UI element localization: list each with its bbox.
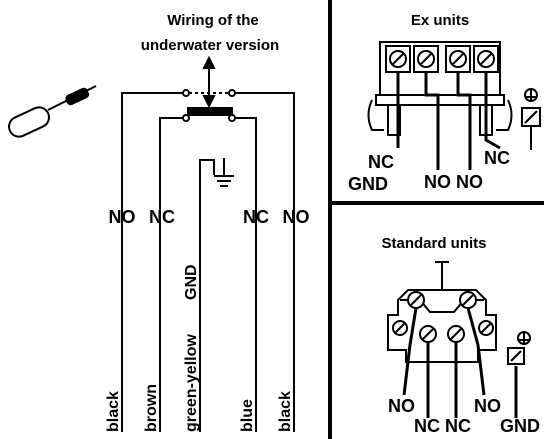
standard-label-no-right: NO: [474, 396, 501, 416]
standard-wires: [402, 307, 518, 418]
standard-label-nc-nc: NC NC: [414, 416, 471, 436]
left-title-line1: Wiring of the: [167, 12, 259, 29]
standard-screw-terminals: [392, 291, 494, 343]
standard-units-title: Standard units: [381, 235, 486, 252]
float-switch-icon: [8, 85, 97, 138]
ex-terminal-block: [367, 41, 513, 136]
terminal-label-no-right: NO: [283, 207, 310, 227]
standard-plunger: [435, 261, 449, 290]
switch-contact: [182, 89, 236, 122]
wire-label-gnd: GND: [183, 264, 200, 300]
wire-label-black-2: black: [277, 391, 294, 432]
standard-ground-terminal-icon: [507, 331, 531, 365]
wire-label-blue: blue: [239, 399, 256, 432]
terminal-label-no-left: NO: [109, 207, 136, 227]
wires: [121, 92, 295, 432]
ex-ground-terminal-icon: [521, 88, 541, 150]
left-title-line2: underwater version: [141, 37, 279, 54]
standard-units-panel: Standard units: [381, 235, 540, 436]
standard-label-gnd: GND: [500, 416, 540, 436]
terminal-label-nc-left: NC: [149, 207, 175, 227]
left-panel: Wiring of the underwater version: [8, 12, 310, 432]
ex-label-nc-right: NC: [484, 148, 510, 168]
ground-icon: [214, 158, 234, 187]
ex-wires: [396, 72, 501, 170]
standard-label-no-left: NO: [388, 396, 415, 416]
actuator-arrows-icon: [202, 55, 216, 109]
wire-label-brown: brown: [143, 384, 160, 432]
ex-label-no-no: NO NO: [424, 172, 483, 192]
ex-units-panel: Ex units: [348, 12, 541, 194]
ex-screw-terminals: [385, 45, 499, 73]
wire-label-green-yellow: green-yellow: [183, 334, 200, 432]
wire-label-black-1: black: [105, 391, 122, 432]
terminal-label-nc-right: NC: [243, 207, 269, 227]
ex-label-nc: NC: [368, 152, 394, 172]
ex-label-gnd: GND: [348, 174, 388, 194]
ex-units-title: Ex units: [411, 12, 469, 29]
